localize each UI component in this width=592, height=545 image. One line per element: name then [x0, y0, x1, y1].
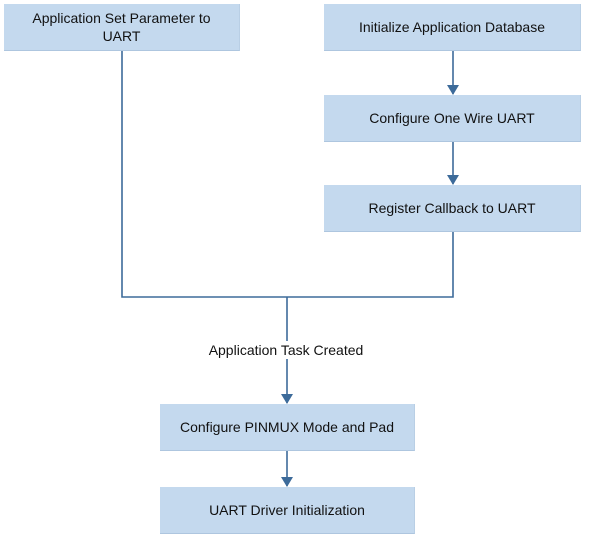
node-label: Application Set Parameter to UART	[32, 10, 211, 44]
node-uart-driver-initialization: UART Driver Initialization	[160, 487, 415, 534]
node-application-set-parameter: Application Set Parameter to UART	[4, 4, 240, 51]
node-label: Configure PINMUX Mode and Pad	[180, 419, 394, 435]
line-appset-to-merge	[121, 51, 287, 298]
node-register-callback: Register Callback to UART	[324, 185, 581, 232]
node-label: Register Callback to UART	[368, 200, 536, 216]
node-initialize-application-database: Initialize Application Database	[324, 4, 581, 51]
node-configure-one-wire-uart: Configure One Wire UART	[324, 95, 581, 142]
node-configure-pinmux: Configure PINMUX Mode and Pad	[160, 404, 415, 451]
edge-label-task-created: Application Task Created	[136, 341, 436, 359]
node-label: Initialize Application Database	[358, 19, 545, 35]
line-callback-to-merge	[287, 232, 454, 298]
node-label: Configure One Wire UART	[369, 110, 535, 126]
node-label: UART Driver Initialization	[209, 502, 365, 518]
